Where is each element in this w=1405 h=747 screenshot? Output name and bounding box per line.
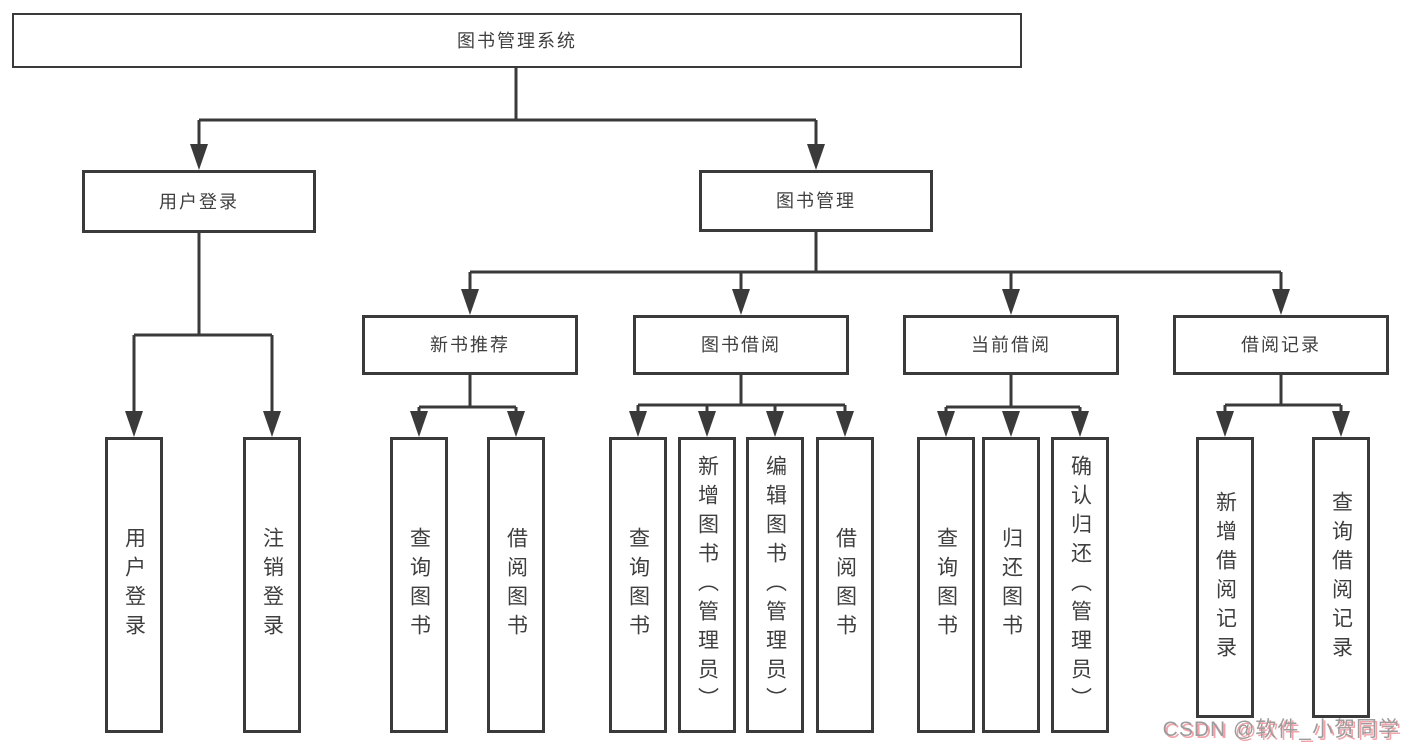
- leaf-newbook-borrow-books: 借阅图书: [487, 437, 545, 733]
- leaf-user-login: 用户登录: [105, 437, 163, 733]
- node-current-borrowing: 当前借阅: [903, 315, 1119, 375]
- leaf-current-confirm-return-admin: 确认归还（管理员）: [1051, 437, 1109, 733]
- leaf-current-query-books: 查询图书: [917, 437, 975, 733]
- csdn-watermark: CSDN @软件_小贺同学: [1162, 718, 1400, 741]
- leaf-borrow-edit-books-admin: 编辑图书（管理员）: [746, 437, 804, 733]
- leaf-borrow-borrow-books: 借阅图书: [816, 437, 874, 733]
- leaf-logout: 注销登录: [243, 437, 301, 733]
- node-borrowing-records: 借阅记录: [1173, 315, 1389, 375]
- leaf-newbook-query-books: 查询图书: [390, 437, 448, 733]
- leaf-current-return-books: 归还图书: [982, 437, 1040, 733]
- leaf-borrow-query-books: 查询图书: [609, 437, 667, 733]
- node-root-system: 图书管理系统: [12, 13, 1022, 68]
- leaf-borrow-add-books-admin: 新增图书（管理员）: [678, 437, 736, 733]
- leaf-records-add-record: 新增借阅记录: [1196, 437, 1254, 718]
- node-new-book-recommend: 新书推荐: [362, 315, 578, 375]
- node-user-login: 用户登录: [82, 170, 316, 233]
- node-book-management: 图书管理: [699, 170, 933, 232]
- node-book-borrowing: 图书借阅: [633, 315, 849, 375]
- leaf-records-query-record: 查询借阅记录: [1312, 437, 1370, 718]
